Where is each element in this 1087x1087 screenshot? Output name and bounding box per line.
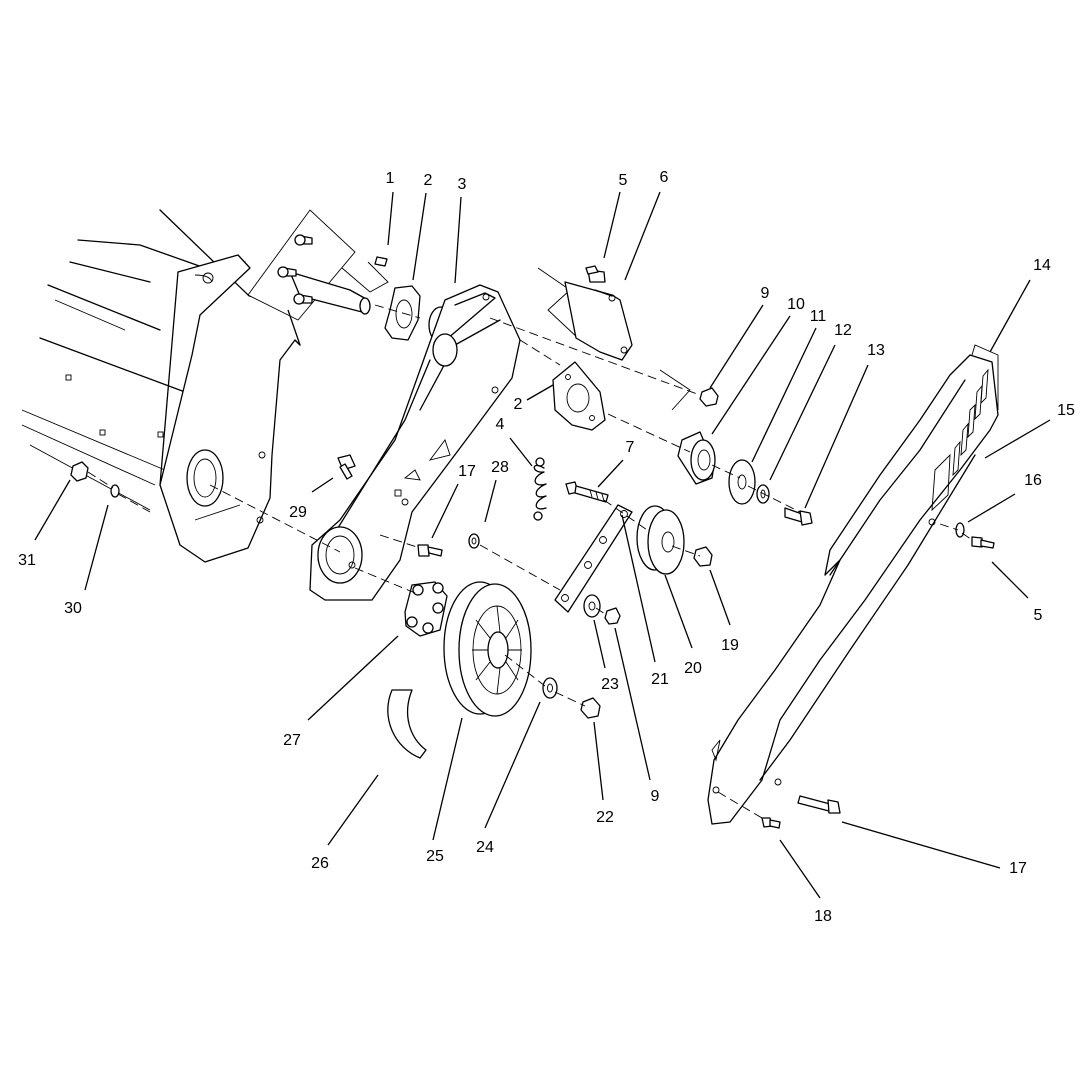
idler-bracket [537,265,633,361]
callout-31: 31 [18,552,36,569]
chain-case-cover [707,344,999,825]
hex-bolt-17-left [417,544,443,557]
bearing-flange-lower [552,361,606,431]
washer-24 [542,677,558,699]
callout-labels: 1 2 3 5 6 14 9 10 11 12 13 15 2 4 7 28 1… [18,169,1075,925]
washer-30 [110,484,120,498]
callout-18: 18 [814,908,832,925]
callout-11: 11 [810,308,827,325]
frame-housing [21,209,301,563]
callout-28: 28 [491,459,509,476]
carriage-bolt [337,454,356,480]
hex-nut-31 [70,461,89,482]
callout-12: 12 [834,322,852,339]
chain-case-plate [309,284,521,601]
leader-lines [34,191,1051,899]
center-lines [87,304,973,819]
callout-16: 16 [1024,472,1042,489]
callout-25: 25 [426,848,444,865]
callout-13: 13 [867,342,885,359]
callout-20: 20 [684,660,702,677]
callout-27: 27 [283,732,301,749]
callout-9: 9 [651,788,660,805]
callout-1: 1 [386,170,395,187]
callout-29: 29 [289,504,307,521]
hex-nut-19 [693,546,713,567]
coupler-link [404,581,448,637]
callout-17: 17 [1009,860,1027,877]
callout-22: 22 [596,809,614,826]
shaft-bolt-assembly [247,209,389,321]
callout-14: 14 [1033,257,1051,274]
callout-19: 19 [721,637,739,654]
callout-4: 4 [496,416,505,433]
idler-pulley [636,505,685,575]
callout-30: 30 [64,600,82,617]
hex-bolt-5-right [971,536,995,549]
callout-24: 24 [476,839,494,856]
callout-7: 7 [626,439,635,456]
hex-nut-22 [580,697,601,719]
pulley-hub [677,431,716,485]
hex-bolt-13 [784,507,813,526]
shoulder-bolt [565,481,609,503]
callout-15: 15 [1057,402,1075,419]
hex-bolt-17-right [797,795,841,814]
callout-5: 5 [619,172,628,189]
nut-lower [604,607,621,625]
extension-spring [533,457,547,521]
callout-2: 2 [514,396,523,413]
callout-23: 23 [601,676,619,693]
washer-28 [468,533,480,549]
callout-9: 9 [761,285,770,302]
spacer-23 [583,594,601,618]
drive-pulley [443,581,532,717]
callout-2: 2 [424,172,433,189]
callout-17: 17 [458,463,476,480]
callout-5: 5 [1034,607,1043,624]
callout-6: 6 [660,169,669,186]
callout-26: 26 [311,855,329,872]
callout-3: 3 [458,176,467,193]
callout-10: 10 [787,296,805,313]
hex-bolt-18 [761,817,781,829]
flat-washer-large [728,459,756,505]
drive-belt [387,689,427,759]
callout-21: 21 [651,671,669,688]
nut-upper [659,369,719,411]
idler-arm [554,504,633,613]
